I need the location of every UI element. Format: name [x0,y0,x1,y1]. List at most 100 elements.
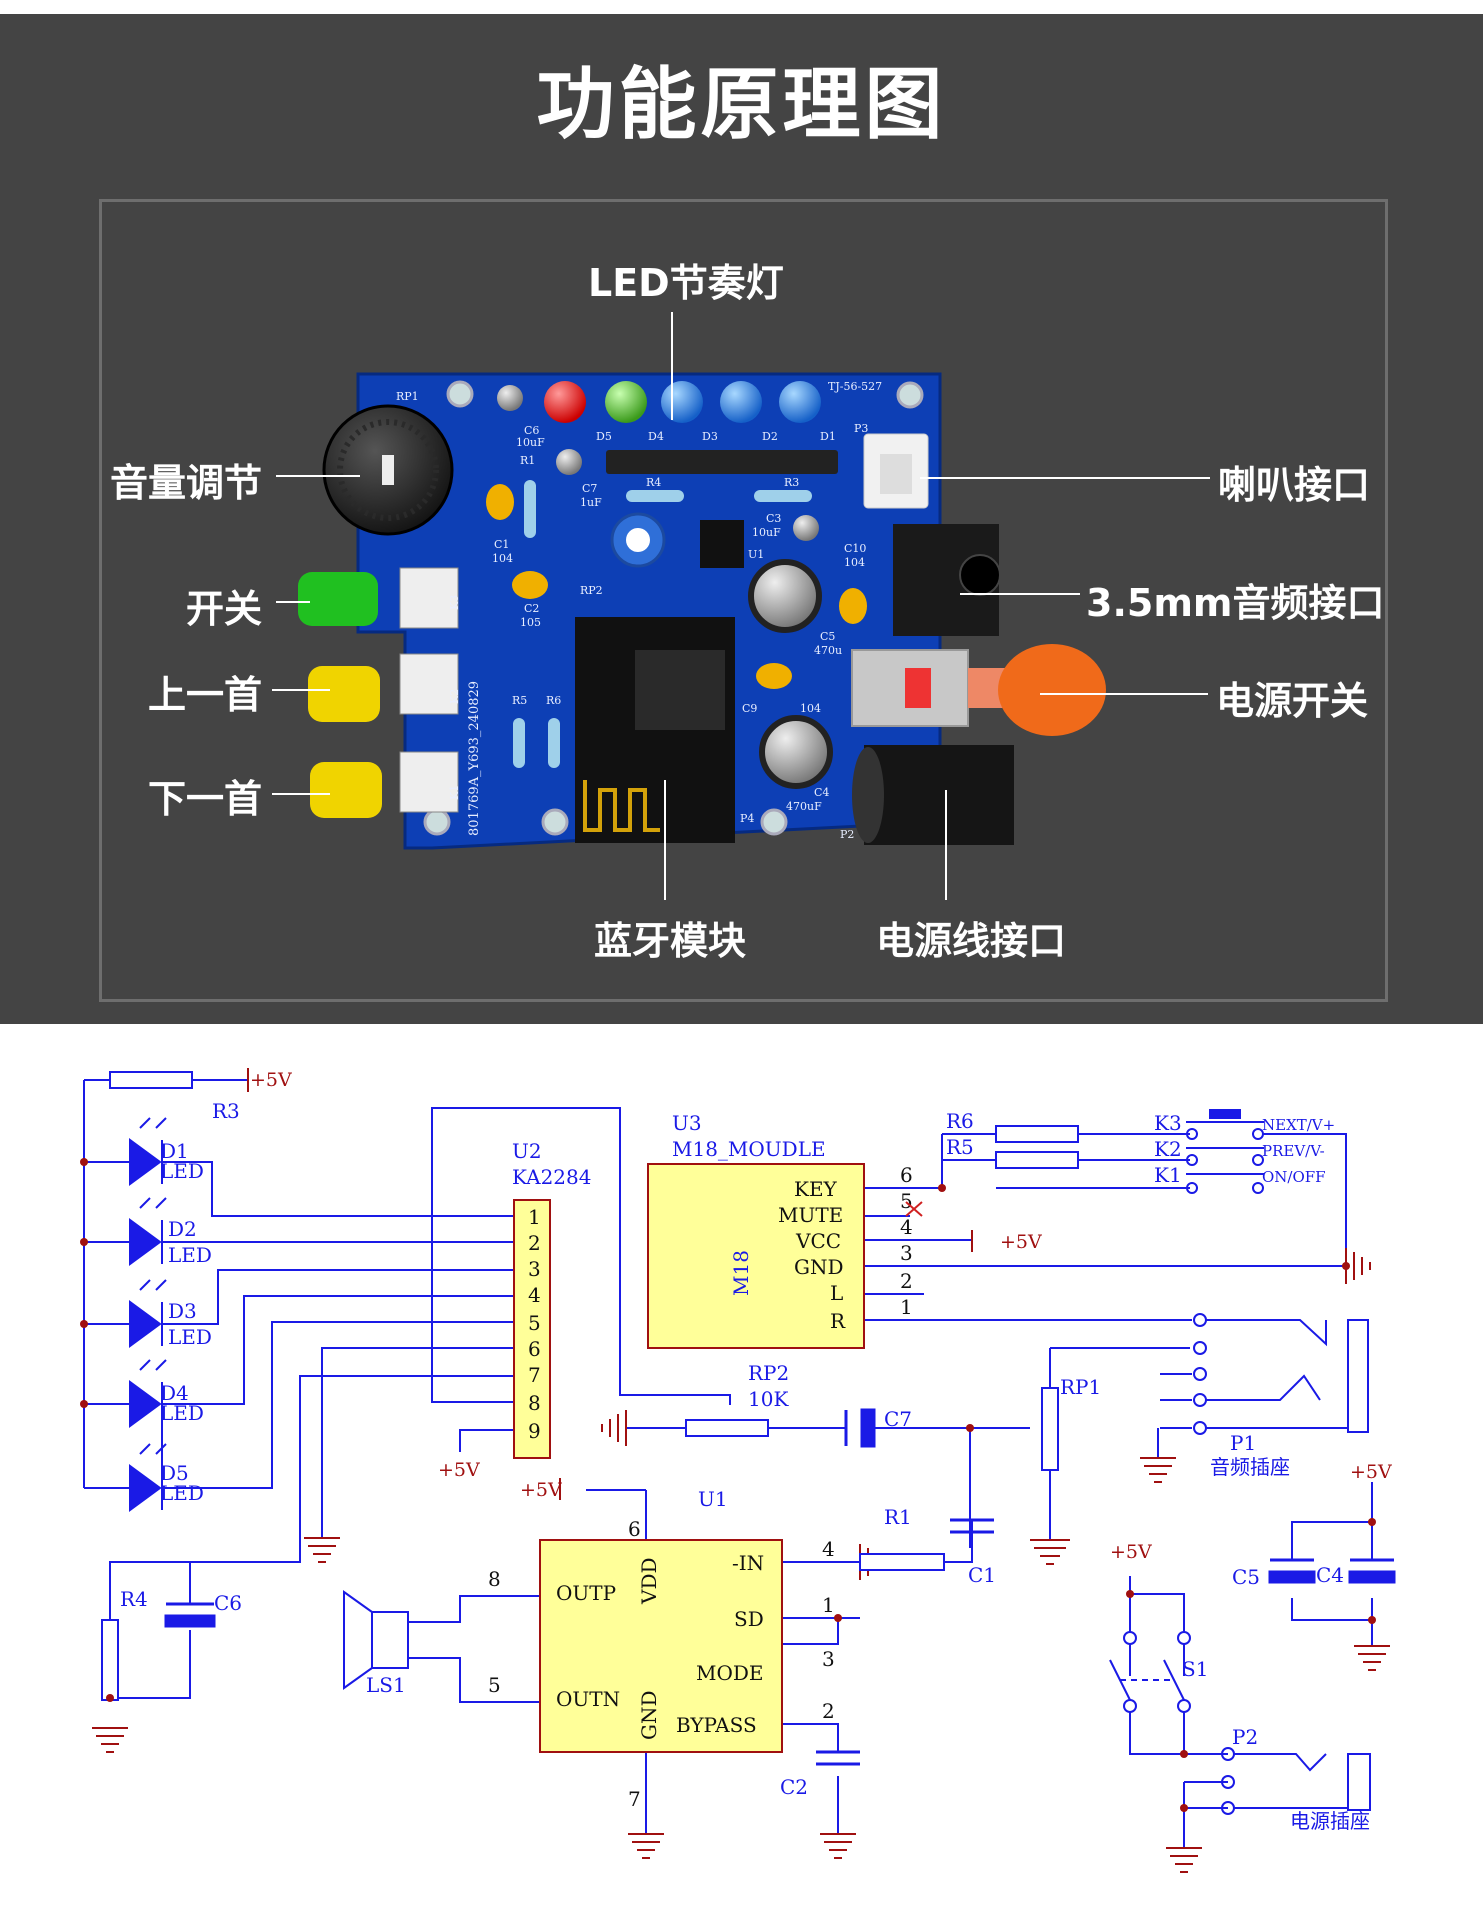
key-switches [1186,1109,1264,1194]
silk-r5: R5 [512,694,527,707]
lbl-p2-name: 电源插座 [1290,1809,1370,1833]
u2-chip [513,1199,551,1459]
lbl-rp1: RP1 [1060,1375,1101,1399]
silk-c2v: 105 [520,616,541,629]
silk-c7: C7 [582,482,597,495]
leader-lines [272,312,1210,900]
lbl-u3-body: M18 [729,1250,753,1296]
label-speaker: 喇叭接口 [1218,463,1371,507]
lbl-p1: P1 [1230,1431,1256,1455]
led-blue-3 [779,381,821,423]
lbl-u3-part: M18_MOUDLE [672,1137,826,1161]
lbl-5v-r3: +5V [250,1069,292,1091]
silk-u1: U1 [748,548,764,561]
u2-pin: 8 [528,1391,541,1415]
u1-pin-num: 1 [822,1593,835,1617]
u3-pin: MUTE [778,1203,843,1227]
silk-rp1: RP1 [396,390,419,403]
label-switch: 开关 [186,587,263,631]
r6-body [995,1125,1079,1143]
audio-jack-p1 [1193,1313,1369,1435]
mute-nc-mark [905,1201,923,1217]
lbl-r4: R4 [120,1587,148,1611]
silk-c3: C3 [766,512,781,525]
u1-pin: -IN [732,1551,764,1575]
lbl-d5: D5 [160,1461,189,1485]
page-title: 功能原理图 [536,60,947,150]
u2-pin: 4 [528,1283,541,1307]
label-volume: 音量调节 [110,461,263,505]
lbl-c4: C4 [1316,1563,1344,1587]
led-green [605,381,647,423]
u3-pin-num: 4 [900,1215,913,1239]
lbl-k3: K3 [1154,1111,1182,1135]
lbl-rp2: RP2 [748,1361,789,1385]
silk-d3: D3 [702,430,718,443]
silk-board-vertical: 801769A_Y693_240829 [467,681,482,836]
lbl-c6: C6 [214,1591,242,1615]
rp1-body [1041,1387,1059,1471]
u1-chip [539,1539,783,1753]
label-prev: 上一首 [148,673,263,717]
lbl-c7: C7 [884,1407,912,1431]
power-jack [864,745,1014,845]
u3-pin: R [830,1309,846,1333]
u2-pin: 2 [528,1231,541,1255]
label-power-switch: 电源开关 [1216,679,1369,723]
photo-section: 功能原理图 [0,0,1483,1024]
u1-vdd: VDD [637,1557,661,1605]
lbl-k2-fn: PREV/V- [1262,1142,1325,1160]
lbl-d2-type: LED [168,1243,212,1267]
lbl-c1: C1 [968,1563,996,1587]
silk-c4: C4 [814,786,829,799]
silk-r1: R1 [520,454,535,467]
u2-pin: 7 [528,1363,541,1387]
u2-pin: 6 [528,1337,541,1361]
schematic: R3 D1 LED D2 LED D3 LED D4 LED D5 LED U2… [80,1068,1396,1873]
u1-pin: SD [734,1607,764,1631]
power-switch-button [998,644,1106,736]
label-power-jack: 电源线接口 [876,919,1067,963]
led-blue-2 [720,381,762,423]
silk-p2: P2 [840,828,854,841]
rp2-body [685,1419,769,1437]
u3-pin-num: 1 [900,1295,913,1319]
lbl-u3-ref: U3 [672,1111,702,1135]
lbl-r5: R5 [946,1135,974,1159]
lbl-d1: D1 [160,1139,189,1163]
lbl-d3: D3 [168,1299,197,1323]
silk-d4: D4 [648,430,664,443]
lbl-k1: K1 [1154,1163,1182,1187]
r5-body [995,1151,1079,1169]
u1-pin-num: 8 [488,1567,501,1591]
silk-d1: D1 [820,430,836,443]
r4-body [101,1619,119,1701]
label-audio-jack: 3.5mm音频接口 [1086,581,1385,625]
u1-pin-num: 4 [822,1537,835,1561]
u1-pin-num: 7 [628,1787,641,1811]
silk-c10v: 104 [844,556,865,569]
silk-r4: R4 [646,476,661,489]
silk-c4v: 470uF [786,800,822,813]
lbl-u2-ref: U2 [512,1139,542,1163]
schematic-wires [83,1079,1373,1848]
u1-pin-num: 5 [488,1673,501,1697]
cap-c4 [759,715,833,789]
lbl-k2: K2 [1154,1137,1182,1161]
pcb-photo: RP1 TJ-56-527 D5 D4 D3 D2 D1 P3 C6 10uF … [272,312,1210,900]
u1-pin: MODE [696,1661,764,1685]
u2-pin: 1 [528,1205,541,1229]
lbl-d4: D4 [160,1381,189,1405]
lbl-d5-type: LED [160,1481,204,1505]
r3-body [109,1071,193,1089]
lbl-r1: R1 [884,1505,912,1529]
cap-c5 [748,559,822,633]
silk-c7v: 1uF [580,496,602,509]
u2-pin: 3 [528,1257,541,1281]
label-next: 下一首 [148,777,263,821]
u3-pin-num: 6 [900,1163,913,1187]
power-jack-p2 [1221,1747,1371,1815]
lbl-r6: R6 [946,1109,974,1133]
chip-pin-labels: 1 2 3 4 5 6 7 8 9 KEY MUTE VCC GND L R 6… [488,1163,913,1811]
lbl-5v-u3: +5V [1000,1231,1042,1253]
